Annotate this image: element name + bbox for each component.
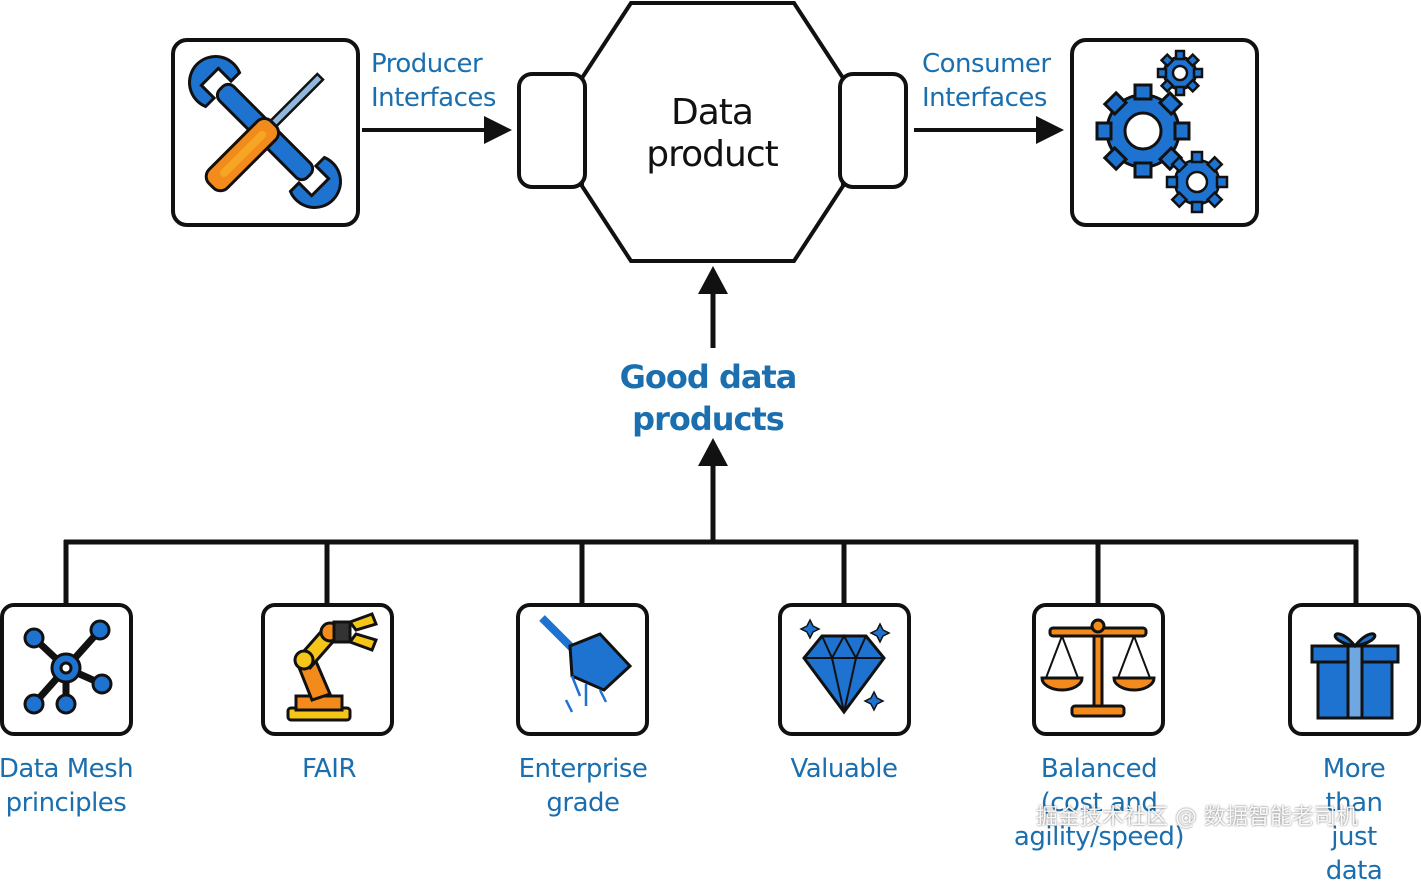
pillar-label-data-mesh: Data Mesh principles [0, 754, 134, 818]
pillar-box-1 [0, 603, 133, 736]
pillar-label-valuable: Valuable [790, 754, 898, 784]
pillar-label-fair: FAIR [301, 754, 357, 784]
watermark: 掘金技术社区 @ 数据智能老司机 [1036, 805, 1358, 830]
pillar-box-3 [516, 603, 649, 736]
network-icon [23, 619, 113, 715]
data-product-title: Data product [646, 92, 778, 175]
spatula-icon [539, 615, 633, 713]
pillar-label-balanced: Balanced (cost and agility/speed) [1013, 754, 1185, 852]
pillar-box-2 [261, 603, 394, 736]
gift-icon [1310, 632, 1400, 720]
consumer-arrow [914, 116, 1064, 144]
producer-port [517, 72, 587, 189]
good-data-products-label: Good data products [619, 358, 798, 438]
producer-interfaces-label: Producer Interfaces [371, 49, 496, 113]
diagram-graphics [0, 0, 1421, 736]
gears-icon [1070, 38, 1259, 227]
consumer-interfaces-label: Consumer Interfaces [922, 49, 1051, 113]
producer-arrow [362, 116, 512, 144]
diamond-icon [799, 618, 891, 715]
robot-arm-icon [286, 612, 379, 722]
pillars-to-good-arrow [698, 438, 728, 542]
pillar-box-4 [778, 603, 911, 736]
good-to-product-arrow [698, 266, 728, 348]
pillar-box-5 [1032, 603, 1165, 736]
pillar-label-enterprise: Enterprise grade [518, 754, 648, 818]
pillar-connectors [63, 539, 1359, 606]
scales-icon [1040, 618, 1156, 718]
consumer-port [838, 72, 908, 189]
pillar-box-6 [1288, 603, 1421, 736]
tools-icon [171, 38, 360, 227]
